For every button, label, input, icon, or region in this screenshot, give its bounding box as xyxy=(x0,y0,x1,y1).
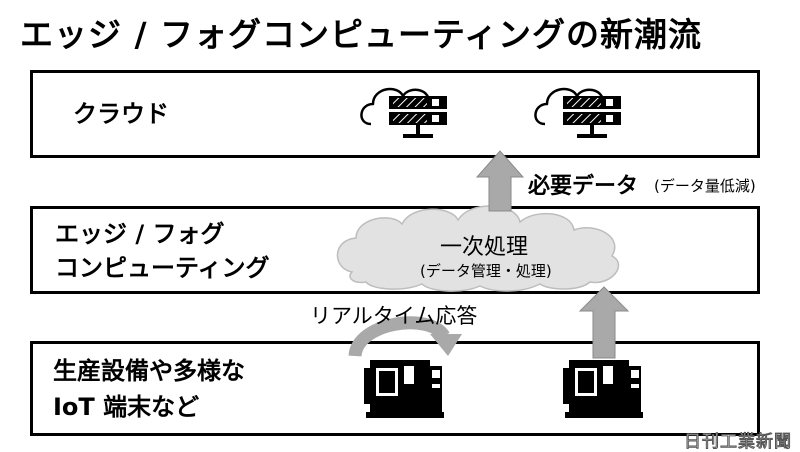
fog-cloud-shape xyxy=(336,205,620,292)
factory-machine-icon xyxy=(364,360,444,418)
edge-layer-label-line2: コンピューティング xyxy=(55,254,270,282)
realtime-loop-arrow xyxy=(348,316,462,358)
realtime-response-label: リアルタイム応答 xyxy=(310,304,478,328)
device-layer-label-line2: IoT 端末など xyxy=(53,393,200,421)
page-title: エッジ / フォグコンピューティングの新潮流 xyxy=(20,15,703,54)
up-arrow-device-to-edge xyxy=(578,286,630,359)
device-layer-label-line1: 生産設備や多様な xyxy=(53,357,245,385)
primary-processing-label: 一次処理 xyxy=(440,235,529,260)
factory-machine-icon xyxy=(563,360,643,418)
edge-layer-label-line1: エッジ / フォグ xyxy=(55,220,225,248)
data-reduction-note: (データ量低減) xyxy=(654,177,756,195)
up-arrow-edge-to-cloud xyxy=(475,150,525,212)
cloud-server-icon xyxy=(360,87,447,138)
cloud-layer-label: クラウド xyxy=(73,100,169,128)
processing-detail-note: (データ管理・処理) xyxy=(420,262,552,280)
necessary-data-label: 必要データ xyxy=(528,174,639,199)
newspaper-watermark: 日刊工業新聞 xyxy=(684,432,792,452)
cloud-server-icon xyxy=(534,87,621,138)
